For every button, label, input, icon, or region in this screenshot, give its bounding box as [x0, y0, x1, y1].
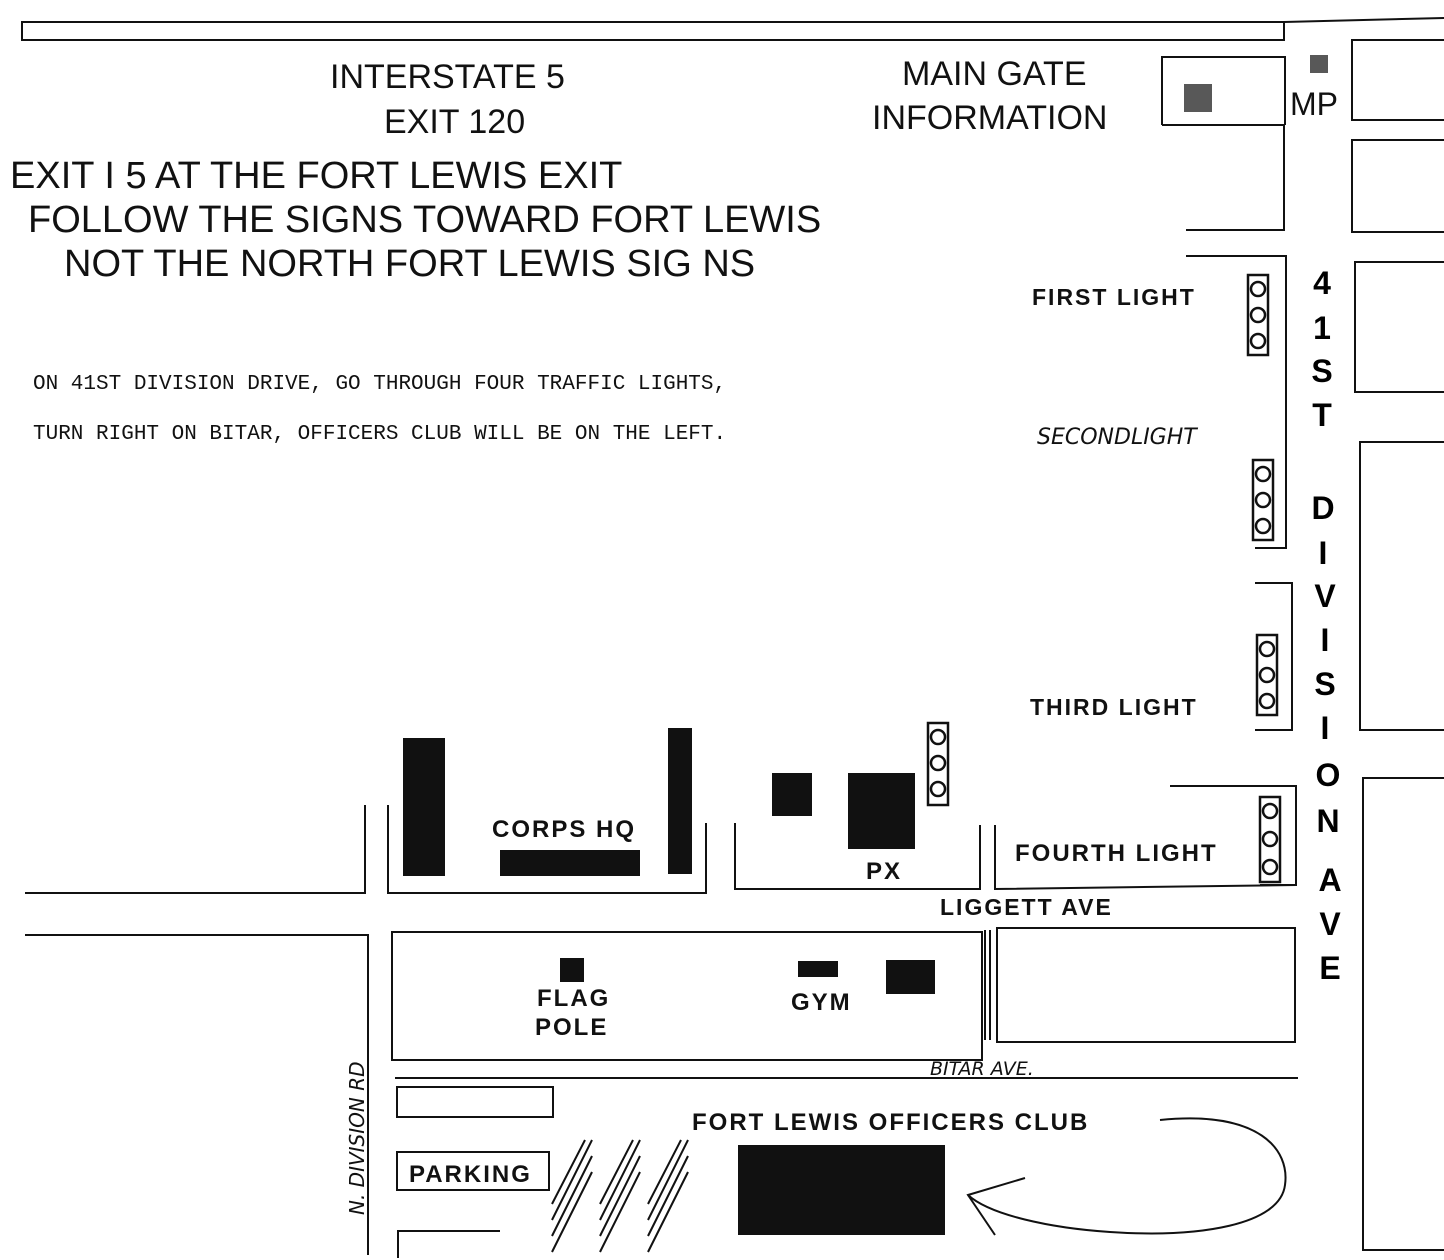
street-upper-left [25, 805, 366, 894]
third-light-label: THIRD LIGHT [1030, 694, 1198, 720]
traffic-light-icon [1251, 458, 1275, 542]
bitar-ave-label: BITAR AVE. [930, 1058, 1034, 1080]
parking-block-3 [397, 1230, 500, 1258]
traffic-light-icon [926, 721, 950, 807]
corps-hq-label: CORPS HQ [492, 816, 637, 843]
avenue-char: O [1315, 757, 1341, 793]
avenue-char: T [1312, 397, 1332, 433]
n-division-rd-label: N. DIVISION RD [345, 1061, 369, 1215]
exit-label: EXIT 120 [384, 103, 526, 141]
right-block-3 [1354, 261, 1444, 393]
information-label: INFORMATION [872, 99, 1108, 137]
directions-line-2: FOLLOW THE SIGNS TOWARD FORT LEWIS [28, 199, 822, 241]
traffic-light-icon [1258, 795, 1282, 884]
avenue-char: A [1318, 862, 1342, 898]
building-small [772, 773, 812, 816]
directions-note-2: TURN RIGHT ON BITAR, OFFICERS CLUB WILL … [33, 423, 727, 446]
building-corps-left [403, 738, 445, 876]
px-label: PX [866, 858, 903, 885]
club-arrow-head [966, 1177, 1026, 1236]
avenue-char: S [1311, 353, 1333, 389]
building-px [848, 773, 915, 849]
street-lower-left [25, 934, 369, 1255]
parking-block-2 [396, 1151, 550, 1191]
directions-line-1: EXIT I 5 AT THE FORT LEWIS EXIT [10, 155, 623, 197]
right-block-4 [1359, 441, 1444, 731]
main-gate-label: MAIN GATE [902, 55, 1087, 93]
directions-line-3: NOT THE NORTH FORT LEWIS SIG NS [64, 243, 756, 285]
avenue-char: D [1311, 490, 1335, 526]
avenue-char: 4 [1313, 265, 1331, 301]
parking-label: PARKING [409, 1161, 532, 1188]
club-arrow-path [967, 1117, 1287, 1235]
first-light-label: FIRST LIGHT [1032, 284, 1196, 310]
traffic-light-icon [1246, 273, 1270, 357]
avenue-char: 1 [1313, 310, 1331, 346]
building-corps-bar [500, 850, 640, 876]
gym-label: GYM [791, 989, 852, 1016]
pole-label: POLE [535, 1014, 609, 1041]
second-light-label: SECONDLIGHT [1037, 425, 1197, 450]
building-corps-right [668, 728, 692, 874]
avenue-west-edge-2 [1255, 582, 1293, 731]
fourth-light-label: FOURTH LIGHT [1015, 840, 1218, 867]
mp-label: MP [1290, 86, 1338, 122]
avenue-char: S [1314, 666, 1336, 702]
directions-note-1: ON 41ST DIVISION DRIVE, GO THROUGH FOUR … [33, 373, 727, 396]
officers-club-label: FORT LEWIS OFFICERS CLUB [692, 1109, 1090, 1136]
top-road [21, 21, 1285, 41]
building-flag [560, 958, 584, 982]
avenue-char: V [1314, 578, 1336, 614]
right-block-2 [1351, 139, 1444, 233]
gate-booth [1184, 84, 1212, 112]
avenue-char: V [1319, 906, 1341, 942]
block-px [734, 823, 981, 890]
mp-booth [1310, 55, 1328, 73]
block-corps [387, 805, 707, 894]
gate-road-edge [1162, 124, 1285, 231]
block-east [996, 927, 1296, 1043]
parking-hatch [551, 1139, 689, 1253]
avenue-west-edge-1 [1186, 255, 1287, 549]
avenue-char: I [1320, 622, 1330, 658]
building-gym [886, 960, 935, 994]
avenue-char: N [1316, 803, 1340, 839]
block-flag-gym [391, 931, 983, 1061]
building-gym-small [798, 961, 838, 977]
parking-block-1 [396, 1086, 554, 1118]
block-fourth [994, 825, 1297, 891]
traffic-light-icon [1255, 633, 1279, 717]
building-officers-club [738, 1145, 945, 1235]
right-block-1 [1351, 39, 1444, 121]
top-road-line [1283, 17, 1444, 23]
right-block-5 [1362, 777, 1444, 1251]
interstate-label: INTERSTATE 5 [330, 58, 565, 96]
traffic-lights [926, 273, 1282, 884]
flag-label: FLAG [537, 985, 611, 1012]
main-gate-block [1161, 56, 1286, 125]
liggett-ave-label: LIGGETT AVE [940, 894, 1113, 920]
avenue-char: E [1319, 950, 1341, 986]
avenue-char: I [1320, 710, 1330, 746]
avenue-char: I [1318, 535, 1328, 571]
